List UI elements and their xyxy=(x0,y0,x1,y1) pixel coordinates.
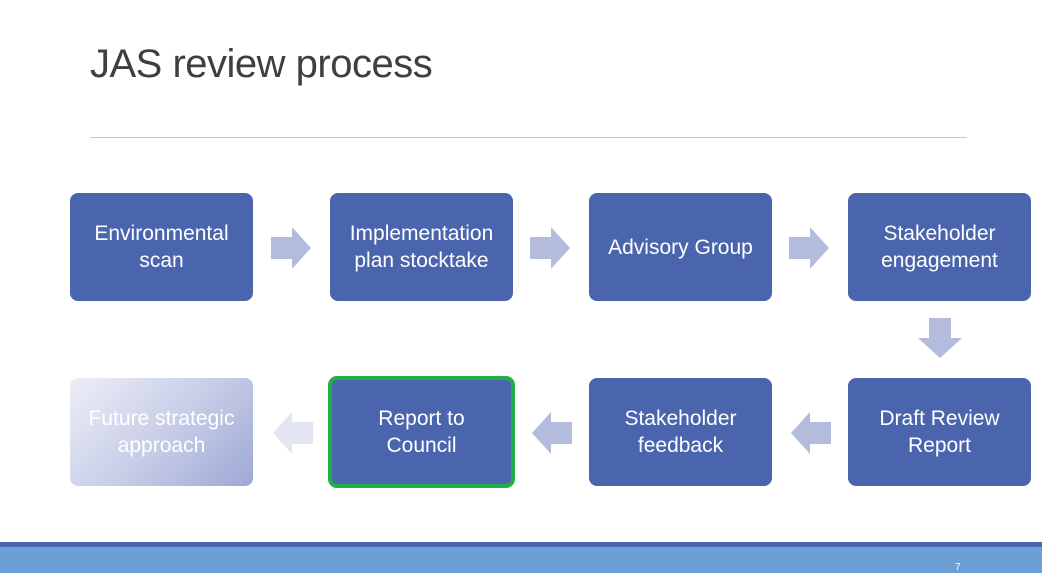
step-report-to-council: Report to Council xyxy=(328,376,515,488)
step-label: Future strategic approach xyxy=(88,407,235,457)
step-advisory-group: Advisory Group xyxy=(589,193,772,301)
arrow-left-icon xyxy=(532,412,572,454)
title-divider xyxy=(90,137,967,138)
step-label: Advisory Group xyxy=(608,235,753,259)
arrow-left-icon xyxy=(791,412,831,454)
arrow-right-icon xyxy=(530,227,570,269)
step-stakeholder-engagement: Stakeholder engagement xyxy=(848,193,1031,301)
step-label: Stakeholder engagement xyxy=(881,222,998,272)
step-stakeholder-feedback: Stakeholder feedback xyxy=(589,378,772,486)
step-environmental-scan: Environmental scan xyxy=(70,193,253,301)
footer-divider xyxy=(0,542,1042,547)
step-label: Draft Review Report xyxy=(879,407,1000,457)
arrow-right-icon xyxy=(271,227,311,269)
footer-band xyxy=(0,547,1042,573)
step-draft-review-report: Draft Review Report xyxy=(848,378,1031,486)
step-label: Implementation plan stocktake xyxy=(349,222,494,272)
step-label: Report to Council xyxy=(378,407,465,457)
step-implementation-plan-stocktake: Implementation plan stocktake xyxy=(330,193,513,301)
step-label: Environmental scan xyxy=(94,222,229,272)
step-future-strategic-approach: Future strategic approach xyxy=(70,378,253,486)
arrow-right-icon xyxy=(789,227,829,269)
arrow-left-faded-icon xyxy=(273,412,313,454)
page-number: 7 xyxy=(955,562,961,573)
arrow-down-icon xyxy=(918,318,962,358)
step-label: Stakeholder feedback xyxy=(624,407,737,457)
slide-title: JAS review process xyxy=(90,42,433,86)
